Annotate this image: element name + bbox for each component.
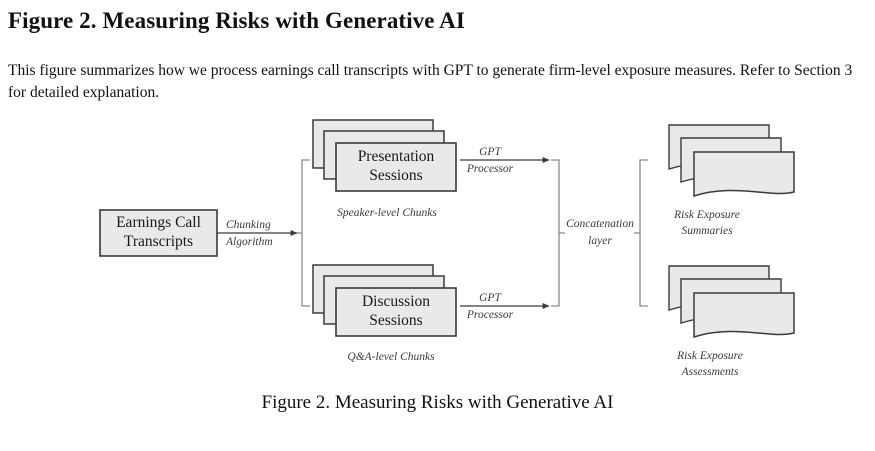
edge-chunking-algorithm: Chunking Algorithm [217, 219, 298, 248]
presentation-label-line1: Presentation [358, 148, 435, 165]
page-title: Figure 2. Measuring Risks with Generativ… [8, 8, 465, 33]
summaries-caption-line1: Risk Exposure [673, 209, 740, 221]
concatenation-label-line2: layer [588, 235, 612, 247]
input-box-shape [99, 209, 218, 257]
discussion-sheet-front [335, 287, 457, 337]
discussion-caption: Q&A-level Chunks [347, 351, 435, 363]
assessments-caption-line2: Assessments [681, 366, 739, 378]
summaries-sheet-front [693, 151, 795, 198]
input-box-label-line1: Earnings Call [116, 214, 201, 231]
concatenation-label-line1: Concatenation [566, 218, 634, 230]
gpt-top-label-below: Processor [466, 163, 514, 175]
gpt-bottom-label-above: GPT [479, 292, 502, 304]
assessments-caption-line1: Risk Exposure [676, 350, 743, 362]
chunking-label-above: Chunking [226, 219, 271, 231]
figure-caption: Figure 2. Measuring Risks with Generativ… [261, 392, 614, 413]
presentation-label-line2: Sessions [369, 167, 422, 184]
figure-description: This figure summarizes how we process ea… [8, 62, 853, 102]
split-bracket-shape [301, 159, 310, 307]
output-stack-assessments: Risk Exposure Assessments [668, 265, 795, 378]
edge-gpt-processor-top: GPT Processor [460, 146, 550, 175]
fanout-bracket-shape [639, 159, 648, 307]
discussion-label-line2: Sessions [369, 312, 422, 329]
merge-bracket-shape [551, 159, 560, 307]
input-box-label-line2: Transcripts [124, 233, 193, 250]
discussion-label-line1: Discussion [362, 293, 430, 310]
assessments-sheet-front [693, 292, 795, 339]
chunking-label-below: Algorithm [225, 236, 273, 248]
input-box-earnings-call-transcripts: Earnings Call Transcripts [99, 209, 218, 257]
summaries-caption-line2: Summaries [681, 225, 733, 237]
gpt-bottom-label-below: Processor [466, 309, 514, 321]
edge-gpt-processor-bottom: GPT Processor [460, 292, 550, 321]
figure-diagram: Earnings Call Transcripts Chunking Algor… [0, 108, 875, 388]
diagram-canvas: Earnings Call Transcripts Chunking Algor… [99, 119, 795, 378]
presentation-caption: Speaker-level Chunks [337, 207, 437, 219]
output-stack-summaries: Risk Exposure Summaries [668, 124, 795, 237]
concatenation-layer: Concatenation layer [551, 159, 648, 307]
split-bracket [297, 159, 310, 307]
chunk-stack-discussion: Discussion Sessions Q&A-level Chunks [312, 264, 457, 363]
chunk-stack-presentation: Presentation Sessions Speaker-level Chun… [312, 119, 457, 219]
presentation-sheet-front [335, 142, 457, 192]
gpt-top-label-above: GPT [479, 146, 502, 158]
